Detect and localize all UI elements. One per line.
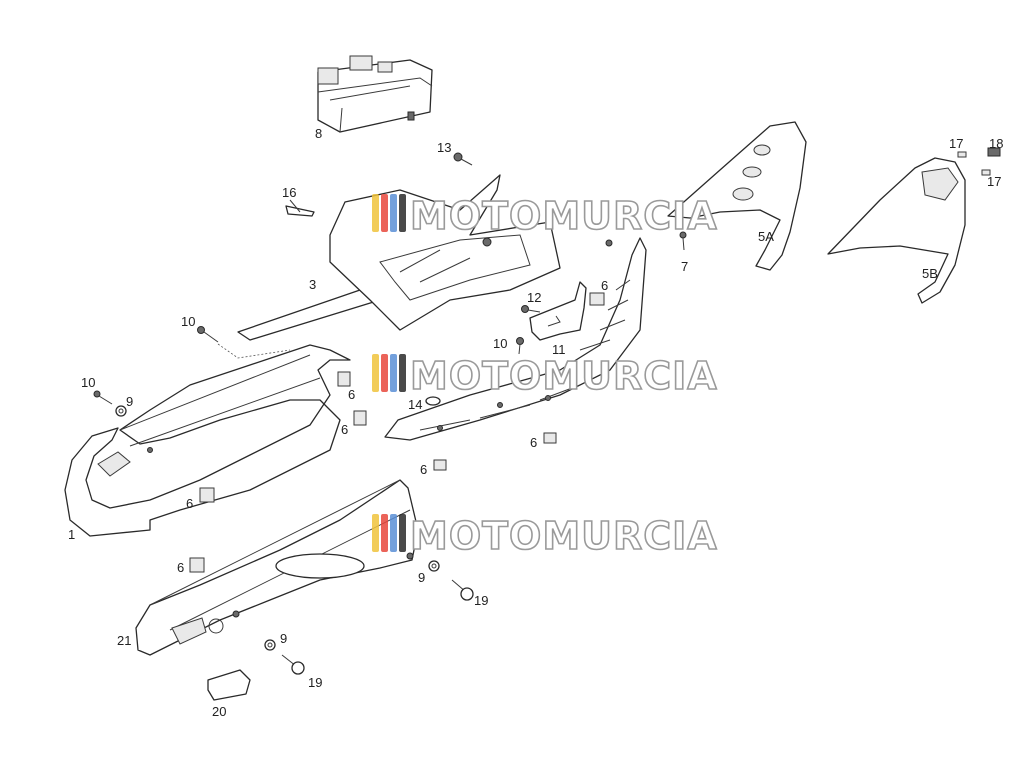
watermark-stripe-2 — [381, 194, 388, 232]
watermark-stripe-4 — [399, 194, 406, 232]
part-21-lower-cover — [135, 479, 419, 656]
part-19-bolt-a — [451, 579, 474, 601]
label-8: 8 — [315, 126, 322, 141]
label-7: 7 — [681, 259, 688, 274]
part-9-washer-a — [115, 405, 127, 417]
watermark-bottom: MOTOMURCIA — [372, 513, 718, 559]
part-11-bracket — [529, 281, 587, 341]
label-19-bottom: 19 — [308, 675, 322, 690]
label-6-d: 6 — [530, 435, 537, 450]
part-6-clip-a — [589, 292, 605, 306]
label-5b: 5B — [922, 266, 938, 281]
part-1-side-cover — [64, 344, 351, 537]
label-20: 20 — [212, 704, 226, 719]
part-19-bolt-b — [281, 654, 305, 675]
part-13-screw — [453, 152, 473, 166]
watermark-stripe-4 — [399, 354, 406, 392]
label-5a: 5A — [758, 229, 774, 244]
part-16-clip — [285, 199, 315, 217]
part-6-clip-d — [543, 432, 557, 444]
part-center-rail — [384, 237, 647, 441]
part-12-screw — [521, 305, 541, 313]
watermark-stripe-2 — [381, 514, 388, 552]
label-18: 18 — [989, 136, 1003, 151]
label-6-g: 6 — [177, 560, 184, 575]
label-6-c: 6 — [341, 422, 348, 437]
watermark-stripe-1 — [372, 194, 379, 232]
part-14-grommet — [425, 396, 441, 406]
part-20-plate — [207, 669, 251, 701]
part-5b-cover — [827, 157, 966, 304]
label-13: 13 — [437, 140, 451, 155]
part-6-clip-g — [189, 557, 205, 573]
watermark-middle: MOTOMURCIA — [372, 353, 718, 399]
label-12: 12 — [527, 290, 541, 305]
part-17-pins — [957, 151, 991, 176]
label-9-bottom: 9 — [280, 631, 287, 646]
watermark-stripe-3 — [390, 194, 397, 232]
label-9-left: 9 — [126, 394, 133, 409]
watermark-stripe-2 — [381, 354, 388, 392]
label-1: 1 — [68, 527, 75, 542]
part-6-clip-c — [353, 410, 367, 426]
part-7-screw — [605, 231, 687, 251]
watermark-stripe-3 — [390, 354, 397, 392]
label-10-upper: 10 — [181, 314, 195, 329]
watermark-text: MOTOMURCIA — [410, 194, 718, 238]
label-10-left: 10 — [81, 375, 95, 390]
label-19-right: 19 — [474, 593, 488, 608]
label-6-b: 6 — [348, 387, 355, 402]
part-10-screw-a — [197, 326, 291, 359]
watermark-text: MOTOMURCIA — [410, 354, 718, 398]
label-9-right: 9 — [418, 570, 425, 585]
label-11: 11 — [552, 342, 566, 357]
label-6-top: 6 — [601, 278, 608, 293]
part-6-clip-e — [433, 459, 447, 471]
part-10-screw-b — [516, 337, 524, 355]
label-17-top: 17 — [949, 136, 963, 151]
label-3: 3 — [309, 277, 316, 292]
part-labels: 8 13 16 3 12 6 10 10 11 7 5A 17 18 17 5B… — [68, 126, 1003, 719]
watermark-top: MOTOMURCIA — [372, 193, 718, 239]
part-9-washer-c — [264, 639, 276, 651]
part-5a-cover — [667, 121, 807, 271]
watermark-text: MOTOMURCIA — [410, 514, 718, 558]
part-18-clip — [987, 147, 1001, 157]
part-9-washer-b — [428, 560, 440, 572]
label-14: 14 — [408, 397, 422, 412]
label-6-e: 6 — [420, 462, 427, 477]
part-8-box — [317, 55, 433, 133]
label-10-mid: 10 — [493, 336, 507, 351]
part-6-clip-b — [337, 371, 351, 387]
watermark-stripe-4 — [399, 514, 406, 552]
watermark-stripe-1 — [372, 354, 379, 392]
part-10-screw-c — [93, 390, 113, 405]
watermark-stripe-3 — [390, 514, 397, 552]
label-21: 21 — [117, 633, 131, 648]
label-16: 16 — [282, 185, 296, 200]
watermark-stripe-1 — [372, 514, 379, 552]
label-6-f: 6 — [186, 496, 193, 511]
part-6-clip-f — [199, 487, 215, 503]
label-17-bottom: 17 — [987, 174, 1001, 189]
